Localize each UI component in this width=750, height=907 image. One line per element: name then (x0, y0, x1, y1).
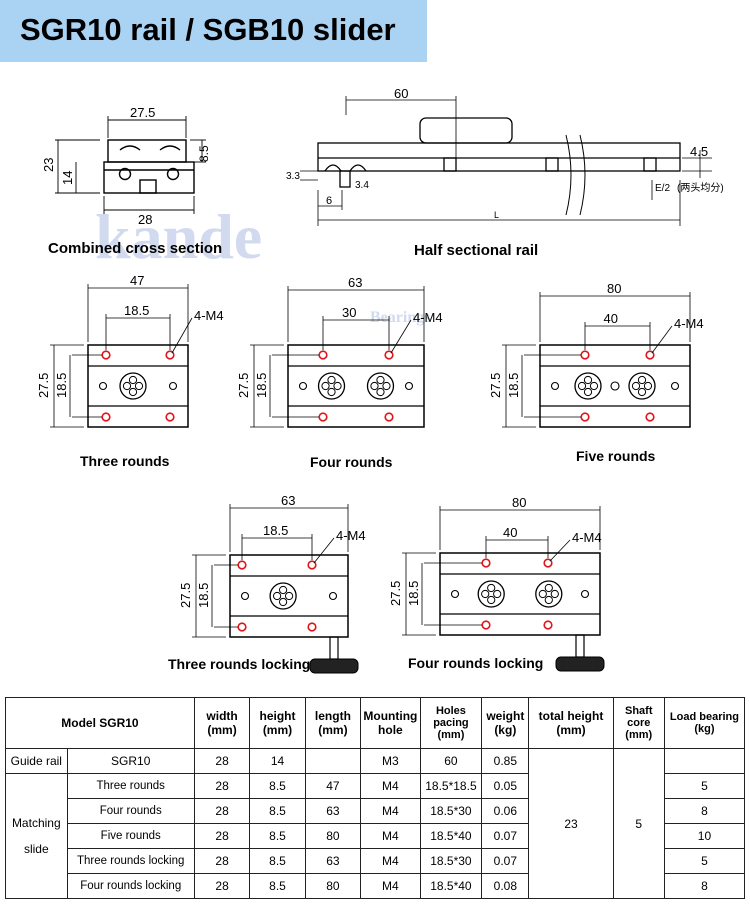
slider-dim-inner: 18.5 (254, 373, 269, 398)
slider-dim-holes: 4-M4 (413, 310, 443, 325)
header-load: Load bearing(kg) (663, 697, 746, 749)
cross-section-drawing (55, 116, 206, 214)
cross-dim-inner: 14 (60, 171, 75, 185)
caption-four-rounds: Four rounds (310, 454, 393, 470)
slider-dim-pitch: 30 (342, 305, 356, 320)
slider-dim-height: 27.5 (36, 373, 51, 398)
slider-dim-holes: 4-M4 (674, 316, 704, 331)
rail-dim-e-note: (两头均分) (677, 182, 724, 194)
rail-dim-bottom: 6 (326, 195, 332, 207)
technical-drawings: kande Bearings 27.5 28 23 14 8.5 (36, 86, 724, 674)
slider-dim-inner: 18.5 (54, 373, 69, 398)
slider-dim-pitch: 40 (604, 311, 618, 326)
half-rail-drawing (300, 96, 712, 226)
watermark: kande Bearings (95, 201, 430, 326)
guide-rail-label: Guide rail (5, 748, 68, 774)
slider-dim-holes: 4-M4 (572, 530, 602, 545)
header-width: width(mm) (193, 697, 251, 749)
spec-table: Model SGR10 width(mm) height(mm) length(… (5, 697, 746, 899)
total-height-cell: 23 (528, 748, 614, 899)
caption-five-rounds: Five rounds (576, 448, 656, 464)
header-weight: weight(kg) (481, 697, 530, 749)
slider-dim-inner: 18.5 (406, 581, 421, 606)
rail-dim-e: E/2 (655, 183, 670, 194)
header-length: length(mm) (304, 697, 362, 749)
slider-dim-inner: 18.5 (196, 583, 211, 608)
rail-dim-small: 3.4 (355, 180, 369, 191)
slider-dim-pitch: 40 (503, 525, 517, 540)
slider-dim-inner: 18.5 (506, 373, 521, 398)
slider-dim-height: 27.5 (488, 373, 503, 398)
slider-dim-width: 47 (130, 273, 144, 288)
table-row: Four rounds 28 8.5 63 M4 18.5*30 0.06 8 (6, 798, 746, 824)
slider-dim-height: 27.5 (178, 583, 193, 608)
cross-dim-right: 8.5 (197, 145, 211, 162)
table-row: Five rounds 28 8.5 80 M4 18.5*40 0.07 10 (6, 823, 746, 849)
table-row: Four rounds locking 28 8.5 80 M4 18.5*40… (6, 873, 746, 899)
rail-dim-right: 4.5 (690, 144, 708, 159)
svg-text:kande: kande (95, 201, 262, 272)
slider-dim-height: 27.5 (388, 581, 403, 606)
table-header-row: Model SGR10 width(mm) height(mm) length(… (5, 697, 746, 749)
slider-dim-height: 27.5 (236, 373, 251, 398)
header-total-height: total height(mm) (528, 697, 614, 749)
shaft-core-cell: 5 (612, 748, 665, 899)
slider-dim-holes: 4-M4 (336, 528, 366, 543)
cross-dim-left: 23 (41, 158, 56, 172)
table-row-guide: Guide rail SGR10 28 14 M3 60 0.85 23 5 (5, 748, 746, 899)
slider-dim-width: 80 (512, 495, 526, 510)
slider-dim-pitch: 18.5 (263, 523, 288, 538)
rail-dim-left: 3.3 (286, 171, 300, 182)
rail-dim-top: 60 (394, 86, 408, 101)
svg-text:Bearings: Bearings (370, 309, 430, 326)
slider-dim-width: 63 (281, 493, 295, 508)
slider-dim-width: 63 (348, 275, 362, 290)
cross-dim-top: 27.5 (130, 105, 155, 120)
slider-dim-width: 80 (607, 281, 621, 296)
caption-three-rounds-locking: Three rounds locking (168, 656, 311, 672)
header-height: height(mm) (249, 697, 306, 749)
caption-three-rounds: Three rounds (80, 453, 170, 469)
half-rail-caption: Half sectional rail (414, 242, 539, 259)
cross-section-caption: Combined cross section (48, 240, 223, 257)
caption-four-rounds-locking: Four rounds locking (408, 655, 544, 671)
slider-dim-holes: 4-M4 (194, 308, 224, 323)
rail-dim-l: L (494, 210, 499, 220)
page-title: SGR10 rail / SGB10 slider (20, 12, 396, 47)
header-banner: SGR10 rail / SGB10 slider (0, 0, 427, 62)
slider-dim-pitch: 18.5 (124, 303, 149, 318)
cross-dim-bottom: 28 (138, 212, 152, 227)
header-model: Model SGR10 (5, 697, 195, 749)
